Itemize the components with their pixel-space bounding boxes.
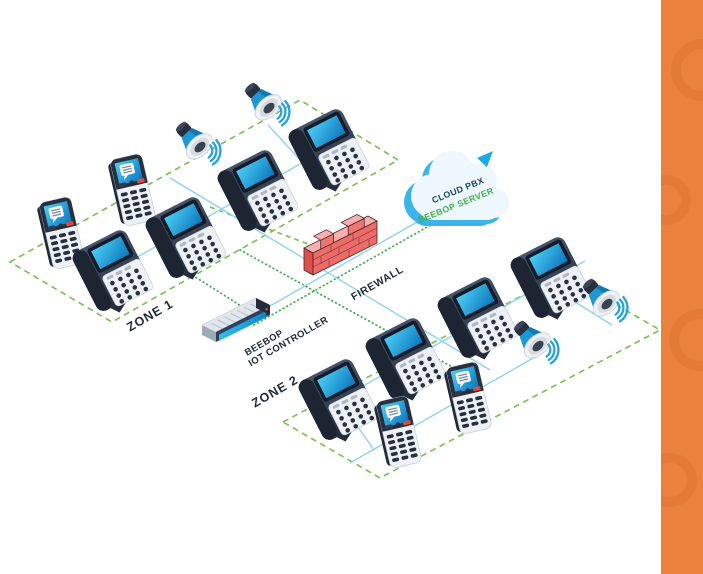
zone1-label: ZONE 1	[124, 297, 175, 335]
zone2-desk-phone-1	[295, 356, 384, 451]
firewall-label: FIREWALL	[349, 264, 406, 304]
zone2-desk-phone-4	[507, 234, 596, 329]
zone2-bus2	[349, 352, 543, 464]
cloud-pbx-icon: CLOUD PBX BEEBOP SERVER	[404, 151, 509, 226]
zone2-desk-phone-2	[362, 315, 451, 410]
zone2-mobile-phone-2	[442, 360, 493, 436]
firewall-icon	[303, 213, 378, 276]
cloud-fold-icon	[477, 151, 493, 167]
zone1-desk-phone-1	[69, 227, 158, 322]
zone2-label: ZONE 2	[249, 373, 300, 411]
devices-layer	[35, 74, 631, 470]
zone1-speaker-2	[235, 74, 293, 128]
zone1-desk-phone-2	[142, 194, 231, 289]
zone1-desk-phone-4	[285, 106, 374, 201]
zone2-mobile-phone-1	[372, 394, 423, 470]
zone2-desk-phone-3	[434, 274, 523, 369]
interzone-link	[169, 177, 491, 371]
deskphone-controller-dotted	[188, 272, 250, 312]
zone1-mobile-phone-2	[106, 152, 157, 228]
iot-controller-icon	[201, 297, 271, 342]
zone2-speaker-1	[504, 312, 562, 366]
zone1-desk-phone-3	[214, 147, 303, 242]
sidebar-pattern	[661, 39, 703, 507]
zone1-speaker2-stub	[267, 124, 304, 164]
controller-cloud-link	[248, 213, 432, 319]
controller-cloud-dotted	[253, 221, 437, 326]
orange-sidebar	[661, 0, 703, 574]
zone1-speaker-1	[166, 113, 224, 167]
